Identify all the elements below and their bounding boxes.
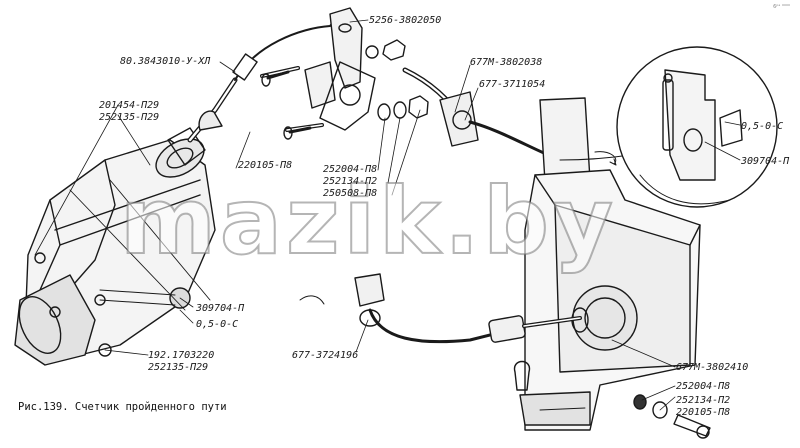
leader-lines — [34, 19, 741, 411]
label-220105-lower: 220105-П8 — [676, 407, 731, 418]
label-677m-3802410: 677М-3802410 — [676, 362, 749, 373]
label-677-3724196: 677-3724196 — [292, 350, 359, 361]
figure-caption: Рис.139. Счетчик пройденного пути — [18, 401, 227, 413]
label-220105-upper: 220105-П8 — [238, 160, 293, 171]
label-252134-upper: 252134-П2 — [323, 176, 378, 187]
label-201454: 201454-П29 — [99, 100, 160, 111]
label-250508: 250508-П8 — [323, 188, 378, 199]
label-309704-left: 309704-П — [196, 303, 245, 314]
label-252134-lower: 252134-П2 — [676, 395, 731, 406]
label-252004-lower: 252004-П8 — [676, 381, 731, 392]
label-05-0-s-left: 0,5-0-С — [196, 319, 239, 330]
cable-middle — [402, 67, 562, 162]
detail-inset-circle — [616, 46, 778, 208]
upper-clamp-bracket — [260, 7, 406, 132]
corner-mark: 6ᵖᵃ ⁰⁰⁰⁰ — [773, 4, 790, 10]
label-677m-3802038: 677М-3802038 — [470, 57, 543, 68]
rotation-arrows — [594, 151, 617, 166]
label-05-0-s-inset: 0,5-0-С — [741, 121, 784, 132]
speedometer-housing — [513, 97, 701, 431]
label-192-1703220: 192.1703220 — [148, 350, 215, 361]
label-5256-3802050: 5256-3802050 — [369, 15, 442, 26]
cable-lower — [299, 273, 582, 344]
washer-set-upper — [377, 95, 429, 121]
label-252135-lower: 252135-П29 — [148, 362, 209, 373]
small-bolts-left — [261, 70, 312, 140]
label-677-3711054: 677-3711054 — [479, 79, 546, 90]
drive-cable-upper — [187, 19, 336, 143]
speed-sensor-assembly — [14, 127, 216, 366]
bolt-lower-right — [633, 394, 711, 439]
label-80-3843010: 80.3843010-У-ХЛ — [120, 56, 211, 67]
label-252004-upper: 252004-П8 — [323, 164, 378, 175]
label-309704-inset: 309704-П — [741, 156, 790, 167]
label-252135-upper: 252135-П29 — [99, 112, 160, 123]
